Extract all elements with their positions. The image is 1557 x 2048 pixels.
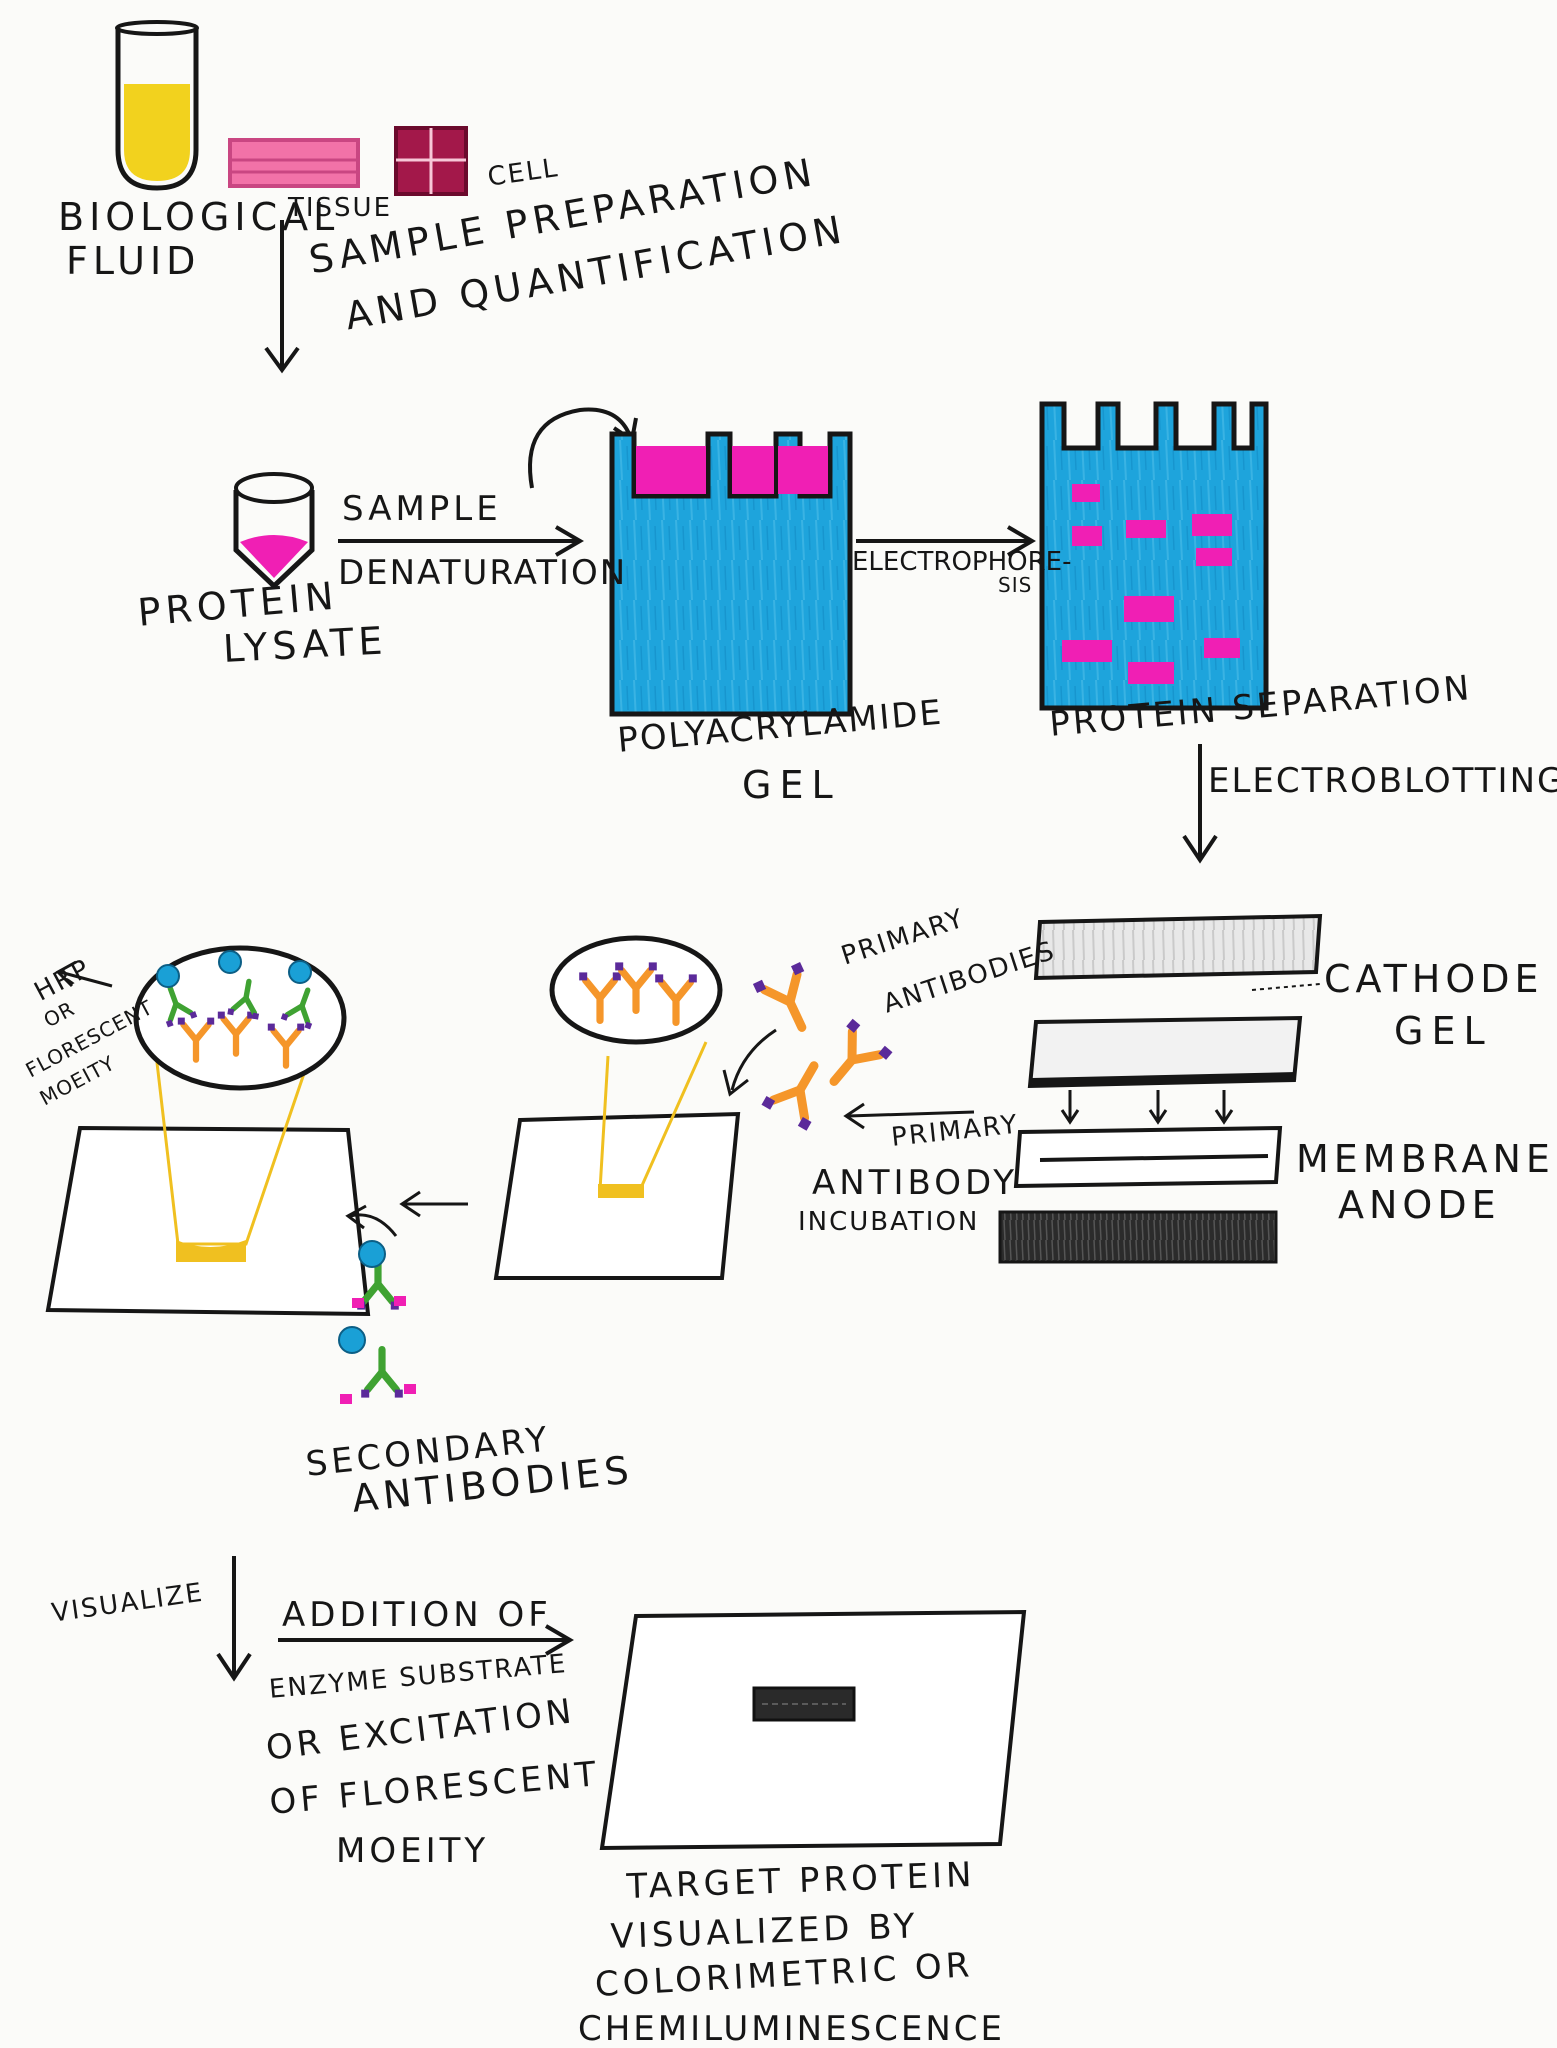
- blot-sandwich-icon: [998, 913, 1323, 1264]
- label-gel: GEL: [742, 763, 841, 807]
- arrow-icon: [55, 960, 113, 988]
- label-electrophoresis-1: ELECTROPHORE-: [852, 547, 1072, 577]
- label-gel-layer: GEL: [1394, 1009, 1493, 1053]
- label-sample-denaturation-2: DENATURATION: [338, 553, 628, 593]
- label-primary-incubation-2: ANTIBODY: [812, 1163, 1019, 1203]
- label-cathode: CATHODE: [1324, 957, 1544, 1001]
- label-electrophoresis-2: SIS: [998, 573, 1033, 597]
- label-fluid: FLUID: [66, 239, 201, 283]
- label-biological: BIOLOGICAL: [58, 195, 340, 239]
- cell-icon: [394, 126, 468, 196]
- label-moeity-2: MOEITY: [336, 1831, 490, 1871]
- label-tissue: TISSUE: [288, 193, 393, 223]
- arrow-icon: [216, 1556, 574, 1682]
- label-addition-of: ADDITION OF: [282, 1595, 552, 1635]
- arrow-icon: [1182, 744, 1218, 864]
- arrow-icon: [1251, 983, 1321, 991]
- arrow-icon: [722, 1028, 975, 1130]
- label-sample-denaturation-1: SAMPLE: [342, 489, 502, 529]
- arrow-icon: [338, 407, 638, 557]
- test-tube-icon: [115, 20, 199, 191]
- label-primary-incubation-3: INCUBATION: [798, 1207, 980, 1237]
- arrow-icon: [345, 1204, 398, 1237]
- arrow-icon: [264, 220, 300, 374]
- secondary-antibody-icon: [156, 950, 323, 1066]
- tissue-slab-icon: [228, 138, 360, 188]
- separated-gel-icon: [1039, 401, 1269, 711]
- lysate-tube-icon: [233, 472, 315, 590]
- target-band-icon: [752, 1686, 856, 1722]
- arrow-icon: [399, 1190, 468, 1218]
- gel-icon: [609, 431, 853, 717]
- membrane-icon: [45, 945, 371, 1317]
- label-lysate: LYSATE: [221, 618, 389, 671]
- membrane-icon: [599, 1609, 1027, 1851]
- label-anode: ANODE: [1338, 1183, 1501, 1227]
- label-electroblotting: ELECTROBLOTTING: [1208, 761, 1557, 801]
- label-membrane: MEMBRANE: [1296, 1137, 1555, 1181]
- membrane-icon: [493, 935, 741, 1280]
- arrow-icon: [856, 525, 1036, 557]
- primary-antibody-icon: [753, 962, 893, 1131]
- secondary-antibody-icon: [338, 1240, 416, 1404]
- label-chemiluminescence: CHEMILUMINESCENCE: [578, 2009, 1006, 2048]
